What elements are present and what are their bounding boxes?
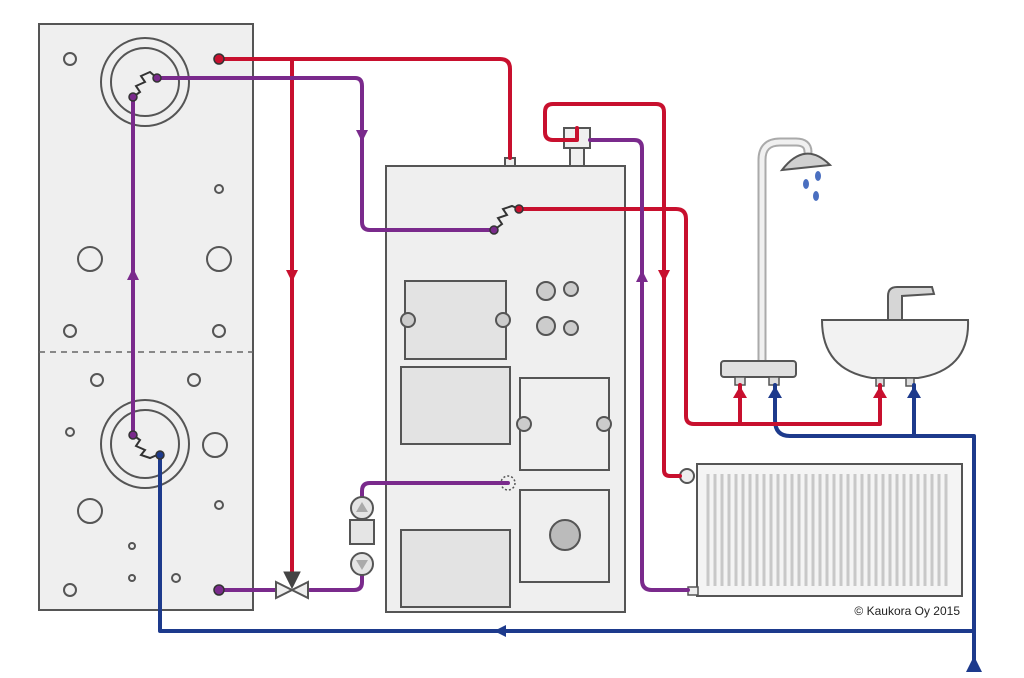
- shower: [720, 137, 833, 386]
- arrow-up-icon: [127, 268, 139, 280]
- shower-mixer: [720, 360, 797, 378]
- cold-water-tank-return-pipe: [158, 453, 976, 633]
- flow-arrows: [127, 130, 982, 672]
- arrow-up-icon: [768, 386, 782, 398]
- pipe-connection-points: [128, 53, 524, 596]
- boiler-gauges: [536, 281, 579, 336]
- return-radiator-pipe: [588, 138, 690, 592]
- shower-head-icon: [779, 152, 833, 172]
- three-way-valve-icon: [275, 571, 309, 600]
- return-pump-to-tank-pipe: [308, 563, 364, 592]
- water-drops-icon: [803, 171, 821, 201]
- cold-inlet-arrow-icon: [966, 656, 982, 672]
- boiler-door-right: [519, 377, 610, 471]
- hot-tank-to-boiler-pipe: [217, 57, 512, 160]
- arrow-down-icon: [658, 270, 670, 282]
- boiler-panel-mid: [400, 366, 511, 445]
- boiler-panel-low: [400, 529, 511, 608]
- heat-exchanger-coils: [132, 70, 520, 460]
- faucet-icon: [887, 286, 936, 321]
- boiler: [385, 127, 626, 613]
- arrow-left-icon: [494, 625, 506, 637]
- hot-domestic-supply-pipe: [520, 207, 882, 426]
- sink-basin: [820, 319, 970, 379]
- circulation-pump: [349, 496, 375, 576]
- arrow-down-icon: [286, 270, 298, 282]
- bottom-coil-ring: [100, 399, 190, 489]
- return-coil-to-boiler-pipe: [155, 76, 496, 232]
- cold-water-main-pipe: [773, 383, 976, 664]
- hot-boiler-to-radiator-pipe: [543, 102, 682, 478]
- radiator-valve: [679, 468, 695, 484]
- accumulator-tank: [38, 23, 254, 611]
- arrow-up-icon: [733, 386, 747, 398]
- tank-ports: [63, 52, 232, 597]
- return-boiler-to-pump-pipe: [360, 481, 510, 502]
- arrow-up-icon: [907, 386, 921, 398]
- radiator: [679, 463, 963, 597]
- arrow-up-icon: [636, 270, 648, 282]
- arrow-up-icon: [873, 386, 887, 398]
- sink: [820, 286, 970, 387]
- copyright-notice: © Kaukora Oy 2015: [854, 604, 960, 618]
- arrow-down-icon: [356, 130, 368, 142]
- boiler-door-upper: [404, 280, 507, 360]
